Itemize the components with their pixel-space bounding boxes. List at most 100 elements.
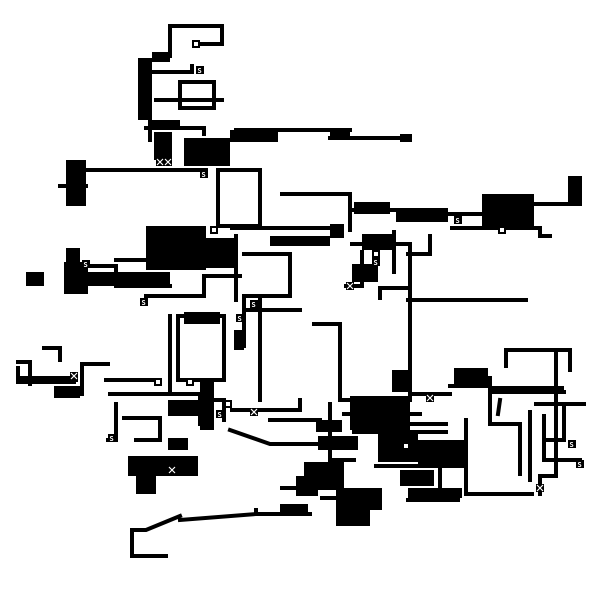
room-21 [330,224,344,238]
corridor-66 [464,418,534,496]
room-28 [454,368,488,388]
stairs-label: S [142,299,146,307]
stairs-marker-3: S [82,260,90,269]
door-marker-23 [426,394,434,402]
corridor-43 [122,416,162,442]
corridor-3 [152,64,194,74]
room-19 [200,256,236,268]
item-marker-18 [402,442,410,450]
stairs-label: S [84,261,88,269]
room-7 [400,134,412,142]
corridor-46 [227,427,322,446]
corridor-0 [168,24,224,46]
corridor-57 [488,376,522,476]
room-32 [168,438,188,450]
room-17 [26,272,44,286]
room-3 [154,132,172,160]
room-35 [350,396,410,430]
stairs-label: S [202,171,206,179]
stairs-marker-4: S [140,298,148,307]
stairs-label: S [110,435,114,443]
room-25 [234,330,244,350]
room-38 [378,432,418,462]
stairs-marker-8: S [108,434,116,443]
corridor-35 [42,346,62,362]
stairs-label: S [456,217,460,225]
stairs-label: S [570,441,574,449]
room-5 [230,130,278,142]
stairs-marker-7: S [372,258,380,267]
room-9 [568,176,582,206]
stairs-marker-1: S [200,170,208,179]
stairs-marker-9: S [216,410,224,419]
corridor-69 [130,513,183,558]
room-11 [354,202,390,214]
room-41 [408,488,462,498]
room-0 [138,58,152,118]
stairs-marker-10: S [568,440,576,449]
room-1 [152,52,170,62]
room-27 [16,376,76,384]
room-29 [392,370,408,392]
room-44 [336,488,370,526]
room-26 [54,386,80,398]
door-marker-21 [164,158,172,166]
item-marker-17 [186,378,194,386]
room-47 [492,386,564,394]
room-43 [296,476,318,496]
room-31 [168,400,200,416]
stairs-label: S [252,301,256,309]
room-6 [330,130,350,140]
stairs-marker-2: S [454,216,462,225]
room-30 [200,378,214,430]
room-46 [280,504,308,516]
door-marker-27 [250,408,258,416]
room-10 [482,194,534,228]
corridor-28 [312,322,342,402]
door-marker-20 [156,158,164,166]
stairs-label: S [218,411,222,419]
room-24 [184,312,220,324]
stairs-marker-0: S [196,66,204,75]
room-20 [270,236,330,246]
door-marker-26 [168,466,176,474]
room-22 [362,234,392,250]
stairs-marker-11: S [576,460,584,469]
corridor-32 [406,234,432,256]
room-23 [352,264,378,282]
item-marker-12 [192,40,200,48]
item-marker-14 [498,226,506,234]
room-37 [318,436,358,450]
corridor-12 [280,192,352,232]
room-18 [88,272,170,286]
room-layer [16,52,582,526]
room-45 [368,488,382,510]
tile-layer: S S S S S S S S S S S S [70,40,584,492]
corridor-20 [144,274,242,298]
room-33 [128,456,198,476]
corridor-60 [504,348,572,372]
door-marker-24 [536,484,544,492]
door-marker-25 [346,282,354,290]
room-8 [66,160,86,206]
room-39 [418,440,464,468]
door-marker-22 [70,372,78,380]
room-40 [400,470,434,486]
corridor-64 [542,402,566,442]
room-4 [184,138,230,166]
room-2 [150,120,180,128]
stairs-label: S [238,315,242,323]
item-marker-13 [210,226,218,234]
item-marker-16 [154,378,162,386]
room-36 [316,420,342,432]
stairs-marker-6: S [250,300,258,309]
room-12 [396,208,448,222]
corridor-65 [542,414,582,462]
stairs-label: S [374,259,378,267]
stairs-marker-5: S [236,314,244,323]
stairs-label: S [578,461,582,469]
corridor-22 [242,252,292,298]
corridor-59 [495,397,503,417]
